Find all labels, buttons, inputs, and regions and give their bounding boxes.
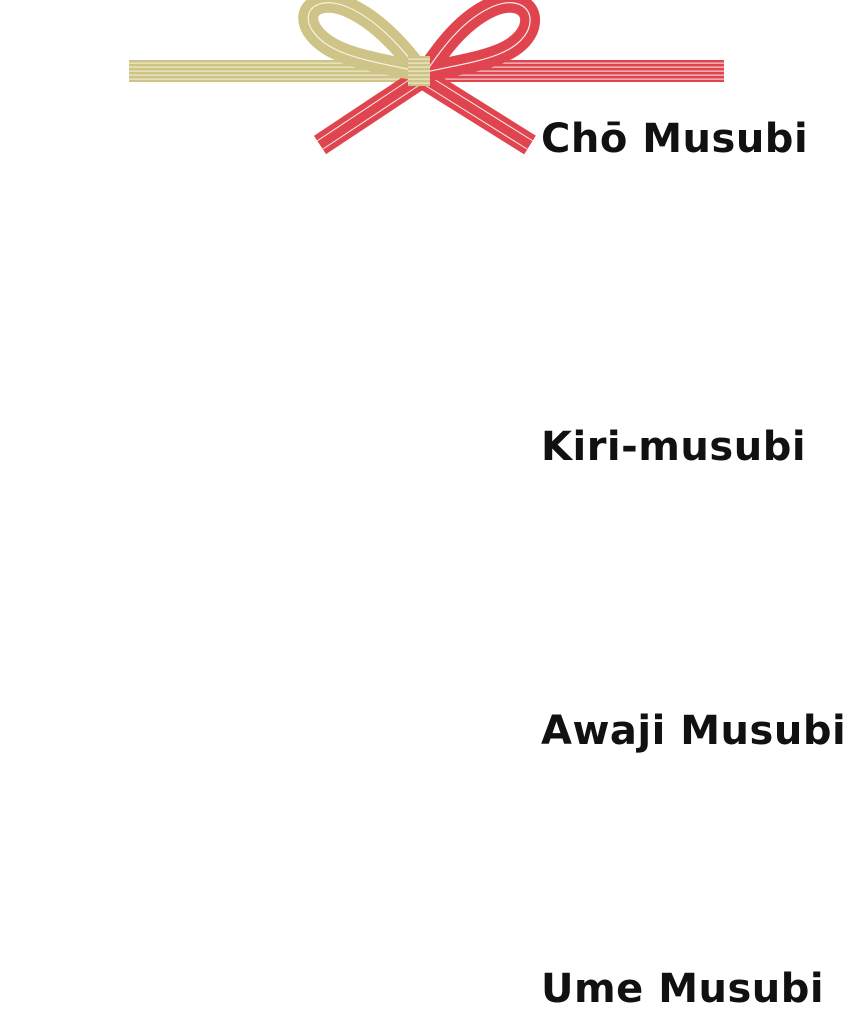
cho-center-wrap bbox=[408, 56, 430, 86]
cho-red-loop bbox=[417, 0, 540, 82]
cho-red-tail bbox=[313, 70, 536, 155]
kiri-musubi-label: Kiri-musubi bbox=[541, 424, 807, 470]
ume-musubi-label: Ume Musubi bbox=[541, 966, 825, 1012]
cho-musubi-knot bbox=[129, 0, 724, 155]
cho-gold-loop bbox=[298, 0, 429, 82]
cho-gold-cord bbox=[129, 60, 419, 82]
awaji-musubi-label: Awaji Musubi bbox=[541, 708, 847, 754]
cho-musubi-label: Chō Musubi bbox=[541, 116, 809, 162]
